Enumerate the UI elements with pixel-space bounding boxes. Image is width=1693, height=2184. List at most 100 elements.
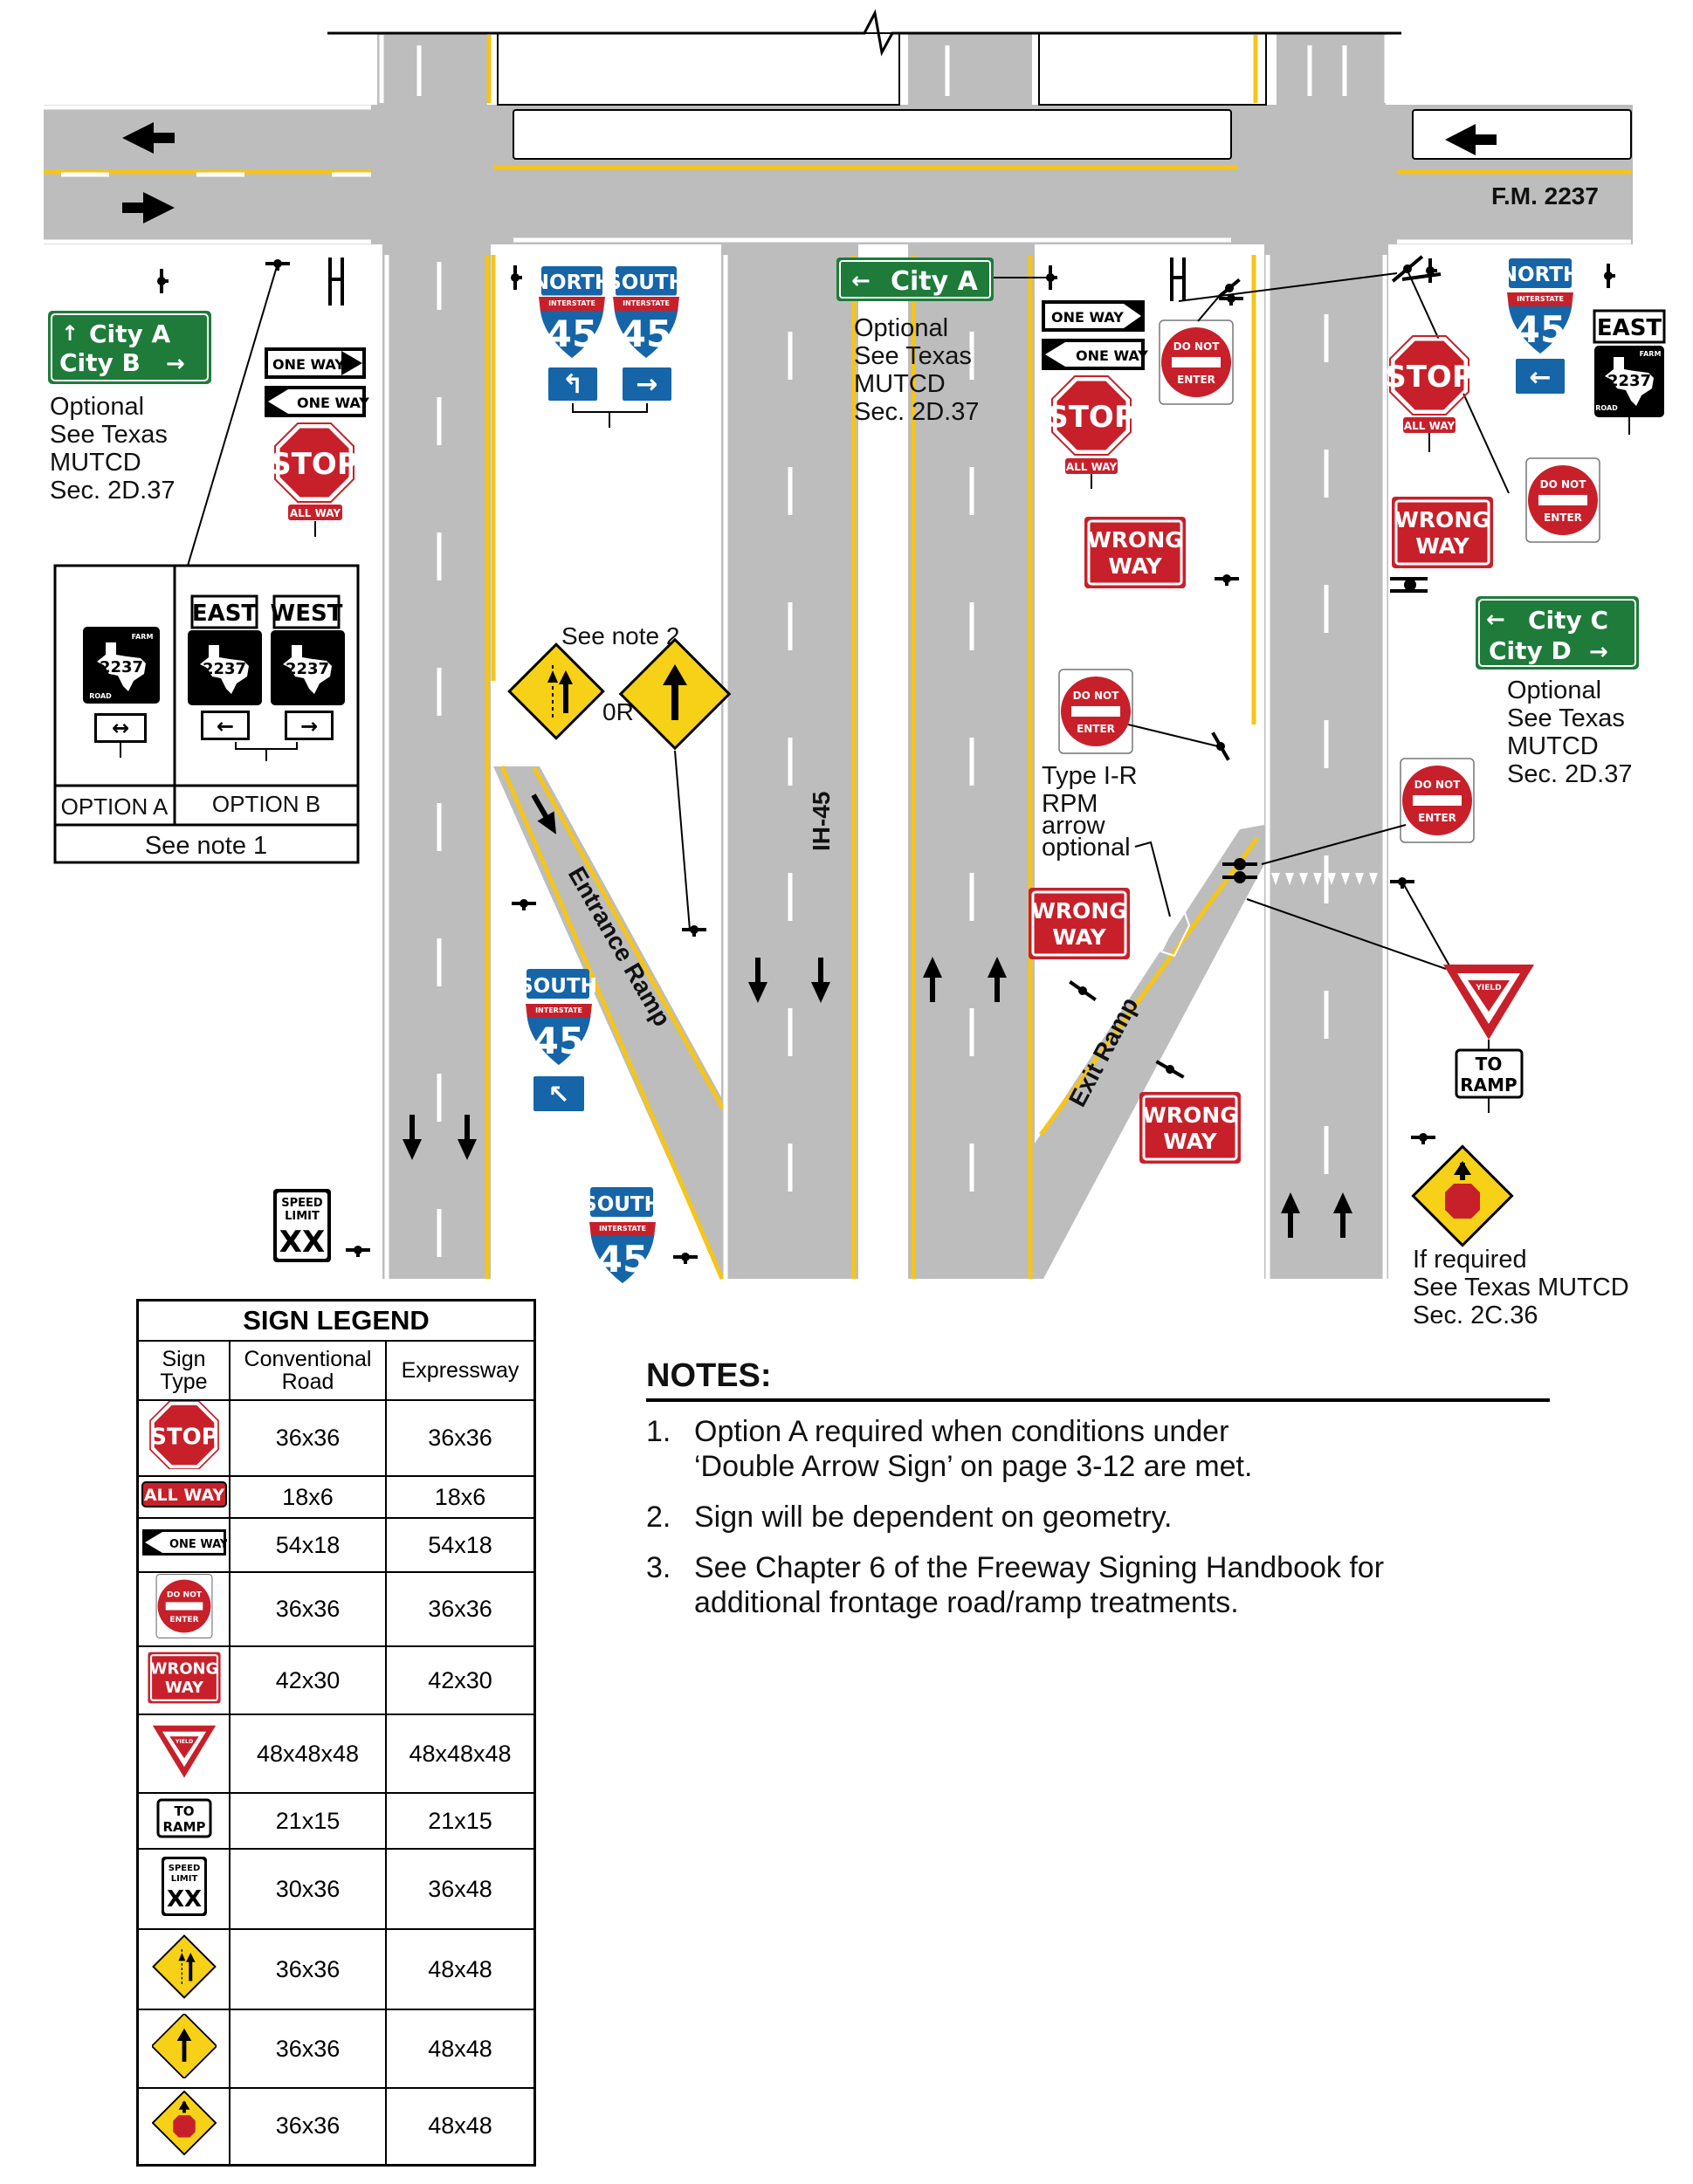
svg-text:FARM: FARM [132, 633, 154, 641]
city-ab-guide-sign: ↑ City A City B → [48, 311, 211, 384]
svg-text:2237: 2237 [100, 658, 143, 676]
svg-text:LIMIT: LIMIT [170, 1874, 197, 1884]
svg-text:2237: 2237 [286, 660, 329, 678]
city-a-guide-sign: ← City A [836, 258, 994, 301]
post-tilted-5 [1391, 255, 1424, 283]
stop-sign-left: STOP [270, 422, 359, 504]
svg-text:INTERSTATE: INTERSTATE [1517, 295, 1564, 303]
svg-text:2237: 2237 [1607, 372, 1651, 390]
svg-text:NORTH: NORTH [1501, 264, 1579, 286]
svg-text:ONE WAY: ONE WAY [1076, 347, 1148, 364]
svg-text:→: → [636, 369, 657, 400]
yield-line [1271, 873, 1378, 885]
legend-row: ALL WAY 18x6 18x6 [136, 1475, 536, 1519]
legend-row: YIELD 48x48x48 48x48x48 [136, 1714, 536, 1794]
optional-note-right: Optional See Texas MUTCD Sec. 2D.37 [1507, 676, 1632, 788]
svg-text:INTERSTATE: INTERSTATE [623, 299, 670, 307]
svg-text:EAST: EAST [192, 601, 258, 627]
svg-text:YIELD: YIELD [1475, 984, 1501, 992]
do-not-enter-sign-2: DO NOT ENTER [1058, 669, 1133, 754]
svg-text:WRONG: WRONG [1142, 1102, 1238, 1128]
svg-text:STOP: STOP [1047, 400, 1136, 435]
notes-section: NOTES: 1. Option A required when conditi… [646, 1357, 1550, 1636]
svg-text:NORTH: NORTH [533, 271, 611, 294]
one-way-icon: ONE WAY [141, 1528, 228, 1556]
svg-text:SOUTH: SOUTH [607, 271, 685, 294]
svg-text:arrow: arrow [1042, 812, 1106, 840]
svg-text:←: ← [1486, 607, 1505, 633]
svg-text:INTERSTATE: INTERSTATE [599, 1225, 646, 1233]
svg-text:STOP: STOP [270, 447, 359, 482]
option-box: OPTION A OPTION B See note 1 2237 FARM R… [53, 564, 360, 864]
one-way-signs-left: ONE WAY ONE WAY [265, 347, 369, 417]
svg-text:←: ← [1529, 362, 1551, 393]
stop-ahead-sign [1411, 1144, 1514, 1247]
legend-col-expressway: Expressway [385, 1340, 536, 1401]
optional-note-left: Optional See Texas MUTCD Sec. 2D.37 [50, 393, 175, 505]
svg-text:ENTER: ENTER [1177, 374, 1215, 386]
legend-row: ONE WAY 54x18 54x18 [136, 1517, 536, 1573]
stop-sign-middle: STOP [1047, 374, 1136, 457]
svg-text:Type I-R: Type I-R [1042, 762, 1138, 790]
svg-text:INTERSTATE: INTERSTATE [548, 299, 595, 307]
south-45-shield-ramp: SOUTH INTERSTATE 45 ↖ [519, 969, 597, 1113]
south-45-shield-bottom: SOUTH INTERSTATE 45 [582, 1187, 661, 1287]
speed-limit-sign: SPEED LIMIT XX [273, 1189, 331, 1262]
svg-text:ONE WAY: ONE WAY [297, 395, 369, 411]
svg-text:City A: City A [891, 266, 979, 297]
svg-text:RAMP: RAMP [1460, 1075, 1517, 1095]
note-item: 1. Option A required when conditions und… [646, 1415, 1253, 1483]
legend-row: 36x36 48x48 [136, 2009, 536, 2089]
post-tilted-3 [1069, 980, 1097, 1001]
legend-row: STOP 36x36 36x36 [136, 1399, 536, 1477]
svg-text:WAY: WAY [1108, 553, 1162, 579]
all-way-plaque-right: ALL WAY [1403, 417, 1456, 452]
svg-text:SPEED: SPEED [281, 1197, 323, 1210]
legend-title: SIGN LEGEND [136, 1299, 536, 1342]
do-not-enter-sign-4: DO NOT ENTER [1400, 758, 1475, 843]
do-not-enter-sign-1: DO NOT ENTER [1159, 319, 1234, 405]
east-fm-2237-sign: EAST 2237 FARM ROAD [1593, 309, 1666, 435]
svg-text:ALL WAY: ALL WAY [1404, 420, 1456, 432]
svg-text:ONE WAY: ONE WAY [272, 356, 345, 373]
svg-text:WAY: WAY [164, 1679, 203, 1697]
north-45-shield-right: NORTH INTERSTATE 45 ← [1501, 258, 1579, 395]
svg-text:WAY: WAY [1163, 1129, 1217, 1154]
svg-text:ENTER: ENTER [1544, 512, 1582, 524]
lane-ends-merge-sign [507, 642, 605, 740]
rpm-arrow-icon [1160, 905, 1191, 958]
svg-text:45: 45 [533, 1020, 584, 1062]
svg-text:MUTCD: MUTCD [50, 449, 141, 477]
svg-text:ALL WAY: ALL WAY [290, 507, 341, 519]
svg-text:See note 1: See note 1 [145, 832, 267, 860]
do-not-enter-sign-3: DO NOT ENTER [1525, 457, 1600, 543]
svg-text:WAY: WAY [1052, 924, 1106, 950]
svg-text:→: → [166, 351, 185, 377]
post-double-yield [1222, 858, 1257, 883]
svg-text:WAY: WAY [1415, 533, 1469, 559]
svg-text:ENTER: ENTER [169, 1616, 198, 1624]
svg-text:SPEED: SPEED [168, 1864, 200, 1873]
svg-text:City B: City B [59, 348, 141, 377]
svg-text:SOUTH: SOUTH [519, 975, 597, 998]
svg-text:See Texas: See Texas [50, 421, 168, 449]
svg-text:←: ← [851, 268, 871, 294]
svg-text:OPTION A: OPTION A [61, 793, 169, 820]
svg-text:↖: ↖ [547, 1080, 569, 1110]
svg-text:SOUTH: SOUTH [582, 1193, 661, 1216]
all-way-icon: ALL WAY [141, 1480, 227, 1508]
sign-legend-table: SIGN LEGEND Sign Type Conventional Road … [136, 1299, 536, 2167]
svg-text:optional: optional [1042, 834, 1131, 862]
svg-text:INTERSTATE: INTERSTATE [535, 1006, 582, 1014]
svg-text:ROAD: ROAD [1595, 404, 1618, 412]
svg-text:Optional: Optional [50, 393, 144, 421]
one-way-signs-middle: ONE WAY ONE WAY [1042, 300, 1148, 370]
fm-2237-label: F.M. 2237 [1491, 182, 1599, 209]
legend-col-conventional: Conventional Road [229, 1340, 387, 1401]
svg-text:STOP: STOP [150, 1424, 218, 1450]
svg-text:TO: TO [174, 1803, 194, 1819]
stop-icon: STOP [148, 1399, 219, 1471]
svg-text:XX: XX [166, 1886, 201, 1913]
